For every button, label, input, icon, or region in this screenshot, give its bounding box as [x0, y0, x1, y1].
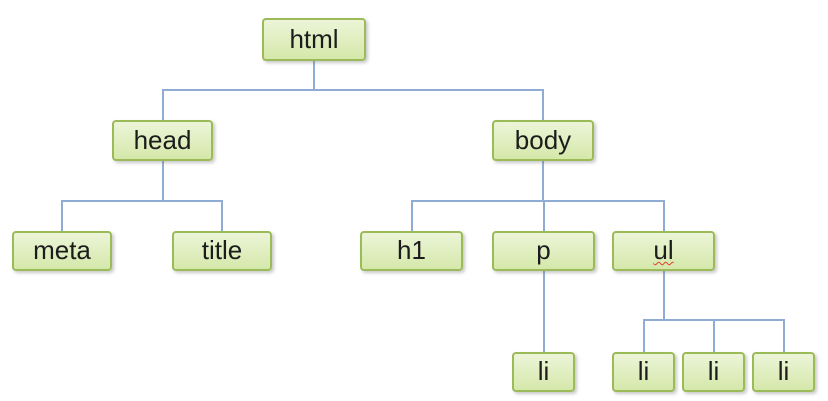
connector-line	[313, 61, 315, 91]
connector-line	[782, 319, 785, 352]
node-label: head	[133, 124, 192, 155]
connector-line	[61, 200, 63, 231]
connector-line	[542, 271, 545, 312]
connector-line	[542, 89, 544, 120]
node-p: p	[492, 231, 595, 271]
node-body: body	[492, 120, 594, 161]
node-label: body	[514, 124, 572, 155]
connector-line	[712, 319, 715, 352]
connector-line	[410, 200, 413, 231]
node-li-1: li	[512, 352, 575, 392]
node-label: meta	[33, 235, 91, 265]
node-label: li	[707, 356, 720, 386]
node-label: li	[637, 356, 650, 386]
node-li-2: li	[612, 352, 675, 392]
node-label: ul	[653, 235, 674, 265]
node-ul: ul	[612, 231, 715, 271]
connector-line	[161, 89, 544, 91]
node-head: head	[112, 120, 213, 161]
node-label: p	[536, 235, 551, 265]
node-html: html	[262, 18, 366, 61]
node-li-3: li	[682, 352, 745, 392]
connector-line	[542, 200, 545, 231]
node-label: html	[289, 23, 339, 54]
node-label: li	[777, 356, 790, 386]
connector-line	[642, 319, 645, 352]
node-label: title	[201, 235, 243, 265]
node-label: h1	[397, 235, 426, 265]
connector-line	[542, 161, 544, 202]
connector-line	[410, 200, 665, 202]
node-meta: meta	[12, 231, 112, 271]
connector-line	[221, 200, 223, 231]
node-title: title	[172, 231, 272, 271]
node-label: li	[537, 356, 550, 386]
connector-line	[61, 200, 223, 202]
connector-line	[161, 89, 164, 120]
connector-line	[662, 200, 665, 231]
connector-line	[662, 271, 665, 321]
node-h1: h1	[360, 231, 463, 271]
node-li-4: li	[752, 352, 815, 392]
connector-line	[161, 161, 164, 202]
connector-line	[542, 310, 545, 352]
